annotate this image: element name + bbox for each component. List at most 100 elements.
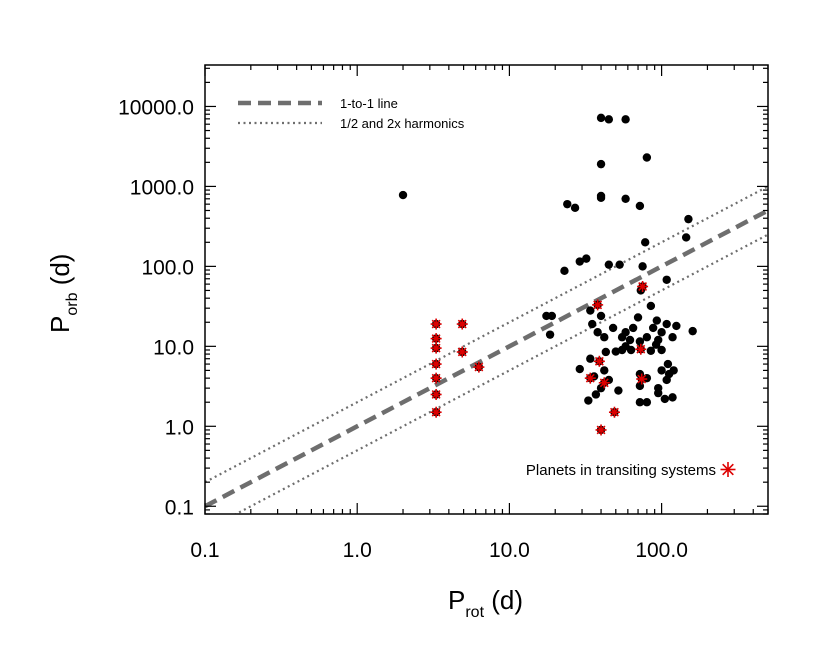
data-point bbox=[575, 364, 584, 374]
transit-point bbox=[595, 424, 607, 436]
data-point bbox=[662, 375, 671, 385]
data-point bbox=[586, 306, 595, 315]
data-point bbox=[608, 323, 618, 333]
data-point bbox=[604, 115, 614, 124]
data-point bbox=[593, 328, 602, 337]
data-points bbox=[398, 113, 697, 436]
transit-point bbox=[430, 406, 442, 418]
data-point bbox=[563, 199, 572, 209]
data-point bbox=[584, 396, 593, 405]
data-point bbox=[668, 393, 677, 402]
data-point bbox=[648, 323, 658, 333]
x-axis-label: Prot (d) bbox=[448, 585, 523, 621]
legend: 1-to-1 line 1/2 and 2x harmonics bbox=[238, 96, 465, 131]
transit-point bbox=[430, 388, 442, 400]
data-point bbox=[621, 115, 630, 124]
data-point bbox=[662, 275, 671, 284]
transit-point bbox=[608, 406, 620, 418]
transit-point bbox=[473, 361, 485, 373]
data-point bbox=[635, 201, 645, 211]
plot-frame bbox=[204, 64, 769, 515]
data-point bbox=[660, 394, 670, 404]
x-axis-label-unit: (d) bbox=[484, 585, 523, 615]
data-point bbox=[600, 333, 609, 342]
data-point bbox=[596, 311, 606, 321]
data-point bbox=[601, 347, 611, 357]
data-point bbox=[600, 366, 609, 375]
y-axis-label-unit: (d) bbox=[45, 254, 75, 293]
data-point bbox=[621, 328, 630, 337]
one-to-one-line bbox=[205, 208, 768, 509]
data-point bbox=[615, 260, 624, 269]
transit-legend: Planets in transiting systems bbox=[526, 462, 736, 479]
data-point bbox=[588, 319, 597, 329]
transit-point bbox=[430, 372, 442, 384]
transit-point bbox=[598, 377, 610, 389]
data-point bbox=[582, 254, 591, 263]
data-point bbox=[596, 113, 606, 123]
data-point bbox=[621, 194, 630, 204]
transit-point bbox=[430, 333, 442, 345]
transit-point bbox=[456, 318, 468, 330]
data-point bbox=[657, 345, 666, 355]
data-point bbox=[635, 398, 645, 407]
data-point bbox=[662, 319, 671, 329]
harmonic-line-2 bbox=[233, 233, 768, 514]
data-point bbox=[672, 321, 681, 331]
data-point bbox=[633, 313, 643, 322]
y-tick-label: 1.0 bbox=[165, 416, 194, 439]
y-axis-label: Porb (d) bbox=[45, 254, 81, 333]
legend-label-one-to-one: 1-to-1 line bbox=[340, 96, 398, 111]
data-point bbox=[628, 323, 638, 333]
harmonic-line-1 bbox=[205, 185, 768, 484]
data-point bbox=[626, 345, 636, 355]
data-point bbox=[596, 191, 606, 201]
data-point bbox=[684, 214, 693, 224]
transit-point bbox=[430, 318, 442, 330]
data-point bbox=[575, 257, 584, 266]
data-point bbox=[640, 238, 650, 247]
data-point bbox=[657, 366, 666, 375]
data-point bbox=[638, 262, 647, 271]
reference-lines bbox=[205, 185, 768, 514]
y-tick-label: 10.0 bbox=[153, 336, 194, 359]
transit-point bbox=[635, 343, 647, 355]
data-point bbox=[635, 337, 645, 346]
data-point bbox=[646, 346, 656, 355]
data-point bbox=[545, 330, 555, 339]
data-point bbox=[651, 340, 661, 349]
data-point bbox=[668, 333, 677, 342]
x-tick-label: 10.0 bbox=[489, 539, 530, 562]
x-tick-label: 1.0 bbox=[343, 539, 372, 562]
x-axis-label-subscript: rot bbox=[465, 604, 484, 621]
data-point bbox=[652, 316, 662, 325]
y-tick-label: 10000.0 bbox=[118, 96, 194, 119]
data-point bbox=[560, 266, 569, 276]
data-point bbox=[547, 311, 557, 321]
data-point bbox=[642, 153, 652, 162]
data-point bbox=[398, 190, 408, 200]
transit-point bbox=[593, 355, 605, 367]
data-point bbox=[570, 203, 580, 213]
transit-legend-asterisk-icon bbox=[720, 462, 736, 477]
x-tick-label: 0.1 bbox=[190, 539, 219, 562]
data-point bbox=[642, 333, 652, 342]
data-point bbox=[681, 233, 691, 242]
transit-legend-label: Planets in transiting systems bbox=[526, 462, 716, 479]
data-point bbox=[586, 354, 595, 363]
data-point bbox=[688, 326, 697, 336]
data-point bbox=[646, 301, 656, 311]
transit-point bbox=[430, 358, 442, 370]
data-point bbox=[591, 390, 601, 399]
legend-label-harmonics: 1/2 and 2x harmonics bbox=[340, 116, 465, 131]
y-tick-label: 100.0 bbox=[141, 256, 194, 279]
transit-point bbox=[584, 372, 596, 384]
data-point bbox=[611, 347, 620, 356]
data-point bbox=[642, 398, 652, 407]
data-point bbox=[654, 388, 663, 398]
x-axis-label-main: P bbox=[448, 585, 465, 615]
data-point bbox=[596, 159, 606, 169]
y-axis-label-main: P bbox=[45, 316, 75, 333]
